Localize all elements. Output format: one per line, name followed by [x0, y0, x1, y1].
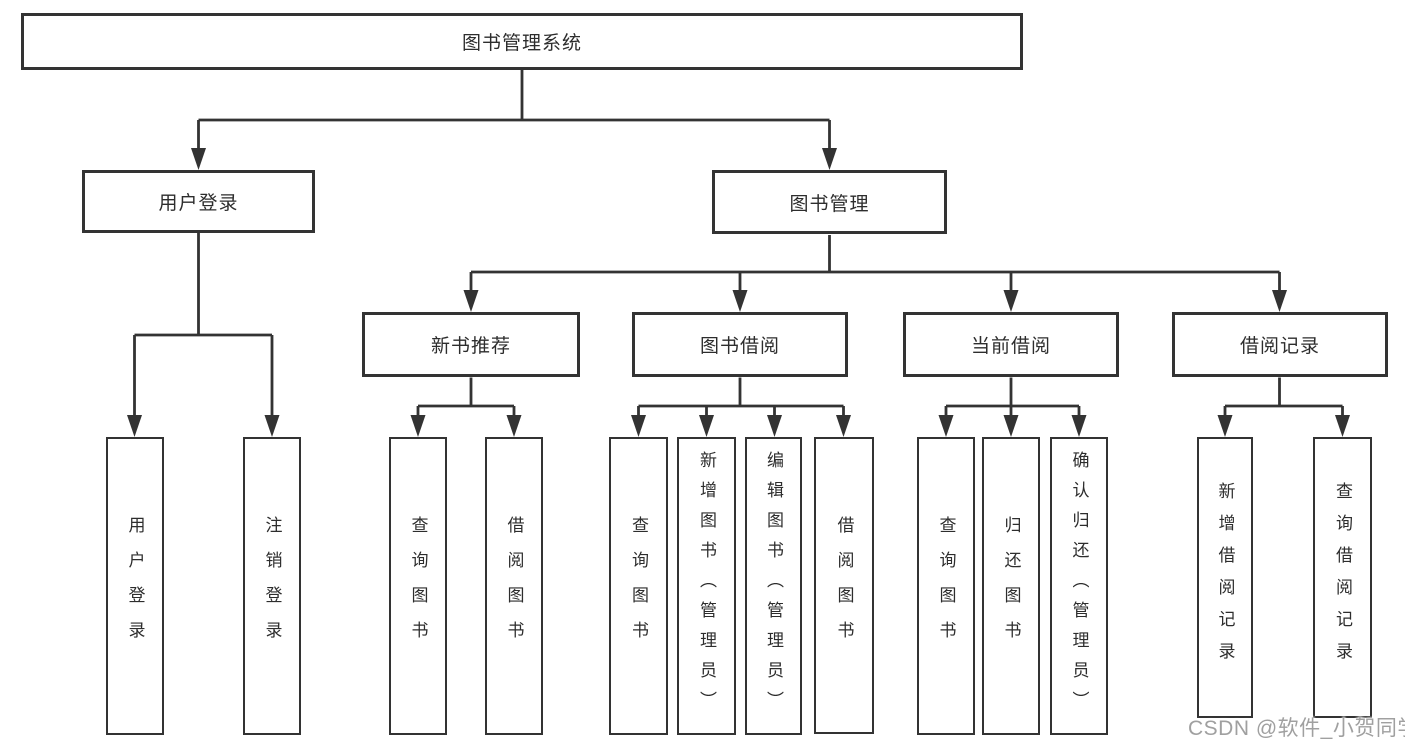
node-label: 图书管理系统: [461, 33, 582, 54]
leaf-current-confirm-return-admin: 确认归还（管理员）: [1050, 437, 1108, 735]
node-current-borrowing: 当前借阅: [903, 312, 1119, 377]
leaf-label: 编辑图书（管理员）: [764, 451, 783, 721]
leaf-borrow-add-books-admin: 新增图书（管理员）: [677, 437, 736, 735]
leaf-label: 注销登录: [262, 516, 282, 656]
node-user-login: 用户登录: [82, 170, 315, 233]
node-borrowing-records: 借阅记录: [1172, 312, 1388, 377]
node-label: 图书管理: [789, 193, 870, 215]
leaf-label: 查询图书: [408, 516, 428, 656]
node-label: 当前借阅: [970, 336, 1051, 357]
leaf-label: 确认归还（管理员）: [1069, 451, 1089, 721]
leaf-logout: 注销登录: [243, 437, 301, 735]
leaf-label: 查询图书: [629, 516, 648, 656]
node-book-borrowing: 图书借阅: [632, 312, 848, 377]
node-label: 新书推荐: [430, 336, 511, 357]
leaf-recommend-query-books: 查询图书: [389, 437, 447, 735]
leaf-label: 归还图书: [1001, 516, 1021, 656]
leaf-user-login: 用户登录: [106, 437, 164, 735]
leaf-label: 查询图书: [936, 516, 956, 656]
arrowheads: [127, 148, 1350, 437]
csdn-watermark: CSDN @软件_小贺同学: [1188, 717, 1405, 740]
leaf-label: 新增图书（管理员）: [697, 451, 716, 721]
leaf-borrow-edit-books-admin: 编辑图书（管理员）: [745, 437, 802, 735]
connector-path: [133, 70, 1344, 417]
node-root-library-system: 图书管理系统: [21, 13, 1023, 70]
leaf-borrow-query-books: 查询图书: [609, 437, 668, 735]
leaf-label: 用户登录: [125, 516, 145, 656]
node-label: 借阅记录: [1239, 336, 1320, 357]
leaf-recommend-borrow-books: 借阅图书: [485, 437, 543, 735]
leaf-current-query-books: 查询图书: [917, 437, 975, 735]
leaf-label: 借阅图书: [834, 515, 854, 656]
leaf-records-add-record: 新增借阅记录: [1197, 437, 1253, 718]
leaf-label: 查询借阅记录: [1333, 481, 1352, 674]
node-label: 用户登录: [158, 193, 239, 214]
leaf-borrow-borrow-books: 借阅图书: [814, 437, 874, 734]
node-label: 图书借阅: [699, 336, 780, 357]
leaf-label: 新增借阅记录: [1215, 481, 1235, 674]
node-new-book-recommend: 新书推荐: [362, 312, 580, 377]
leaf-label: 借阅图书: [504, 516, 524, 656]
leaf-records-query-record: 查询借阅记录: [1313, 437, 1372, 718]
node-book-management: 图书管理: [712, 170, 947, 234]
leaf-current-return-books: 归还图书: [982, 437, 1040, 735]
